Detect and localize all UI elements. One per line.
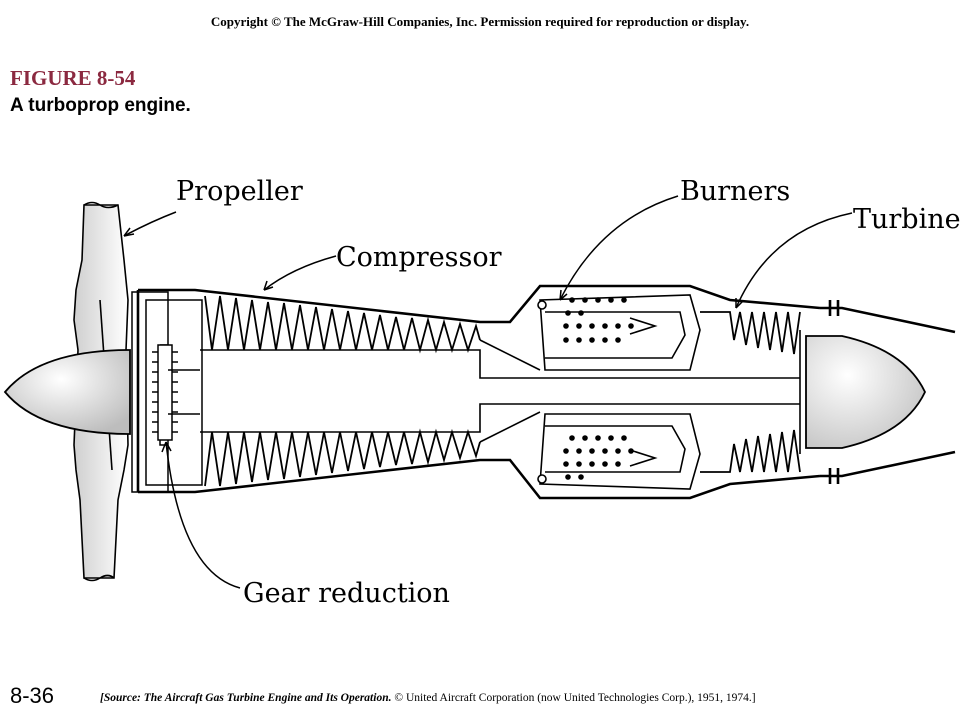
- source-citation: [Source: The Aircraft Gas Turbine Engine…: [100, 692, 756, 704]
- turbine-upper-stages: [700, 311, 801, 355]
- nozzle-dot: [578, 474, 584, 480]
- compressor-upper-stages: [204, 295, 481, 354]
- nozzle-dot: [576, 461, 582, 467]
- nozzle-dot: [563, 337, 569, 343]
- nozzle-dot: [563, 323, 569, 329]
- nozzle-dot: [621, 435, 627, 441]
- nozzle-dot: [621, 297, 627, 303]
- source-title: [Source: The Aircraft Gas Turbine Engine…: [100, 692, 392, 704]
- nozzle-dot: [628, 448, 634, 454]
- nozzle-dot: [582, 435, 588, 441]
- nozzle-dot: [595, 297, 601, 303]
- label-turbine: Turbine: [853, 204, 960, 235]
- nozzle-dot: [569, 297, 575, 303]
- main-shaft: [200, 330, 801, 454]
- nozzle-dot: [563, 461, 569, 467]
- nozzle-dot: [589, 323, 595, 329]
- nozzle-dot: [589, 448, 595, 454]
- source-credit: © United Aircraft Corporation (now Unite…: [391, 692, 756, 704]
- nozzle-dot: [602, 448, 608, 454]
- nozzle-dot: [569, 435, 575, 441]
- nozzle-dot: [589, 461, 595, 467]
- nozzle-dot: [595, 435, 601, 441]
- nozzle-dot: [589, 337, 595, 343]
- page-number: 8-36: [10, 683, 55, 708]
- nozzle-dot: [602, 323, 608, 329]
- nozzle-dot: [615, 461, 621, 467]
- nozzle-dot: [576, 337, 582, 343]
- burner-nozzles: [563, 297, 634, 480]
- nozzle-dot: [615, 323, 621, 329]
- nozzle-dot: [582, 297, 588, 303]
- label-propeller: Propeller: [176, 176, 303, 207]
- gear-reduction-housing: [131, 291, 203, 493]
- label-gear-reduction: Gear reduction: [243, 578, 450, 609]
- nozzle-dot: [608, 297, 614, 303]
- nozzle-dot: [576, 448, 582, 454]
- label-burners: Burners: [680, 176, 790, 207]
- figure-number: FIGURE 8-54: [10, 66, 136, 90]
- nozzle-dot: [602, 461, 608, 467]
- leader-lines: [123, 195, 853, 589]
- nozzle-dot: [578, 310, 584, 316]
- engine-casing: [136, 284, 956, 500]
- combustion-chamber-lower: [537, 413, 701, 490]
- combustion-chamber-upper: [537, 294, 701, 371]
- nozzle-dot: [565, 310, 571, 316]
- nozzle-dot: [615, 337, 621, 343]
- compressor-lower-stages: [204, 428, 481, 487]
- nozzle-dot: [602, 337, 608, 343]
- label-compressor: Compressor: [336, 242, 502, 273]
- copyright-notice: Copyright © The McGraw-Hill Companies, I…: [210, 14, 750, 29]
- nozzle-dot: [563, 448, 569, 454]
- nozzle-dot: [565, 474, 571, 480]
- turbine-lower-stages: [700, 429, 801, 473]
- nozzle-dot: [576, 323, 582, 329]
- tail-cone: [805, 335, 926, 449]
- figure-caption: A turboprop engine.: [10, 95, 191, 116]
- nozzle-dot: [608, 435, 614, 441]
- nose-cone: [3, 349, 131, 435]
- nozzle-dot: [615, 448, 621, 454]
- nozzle-dot: [628, 323, 634, 329]
